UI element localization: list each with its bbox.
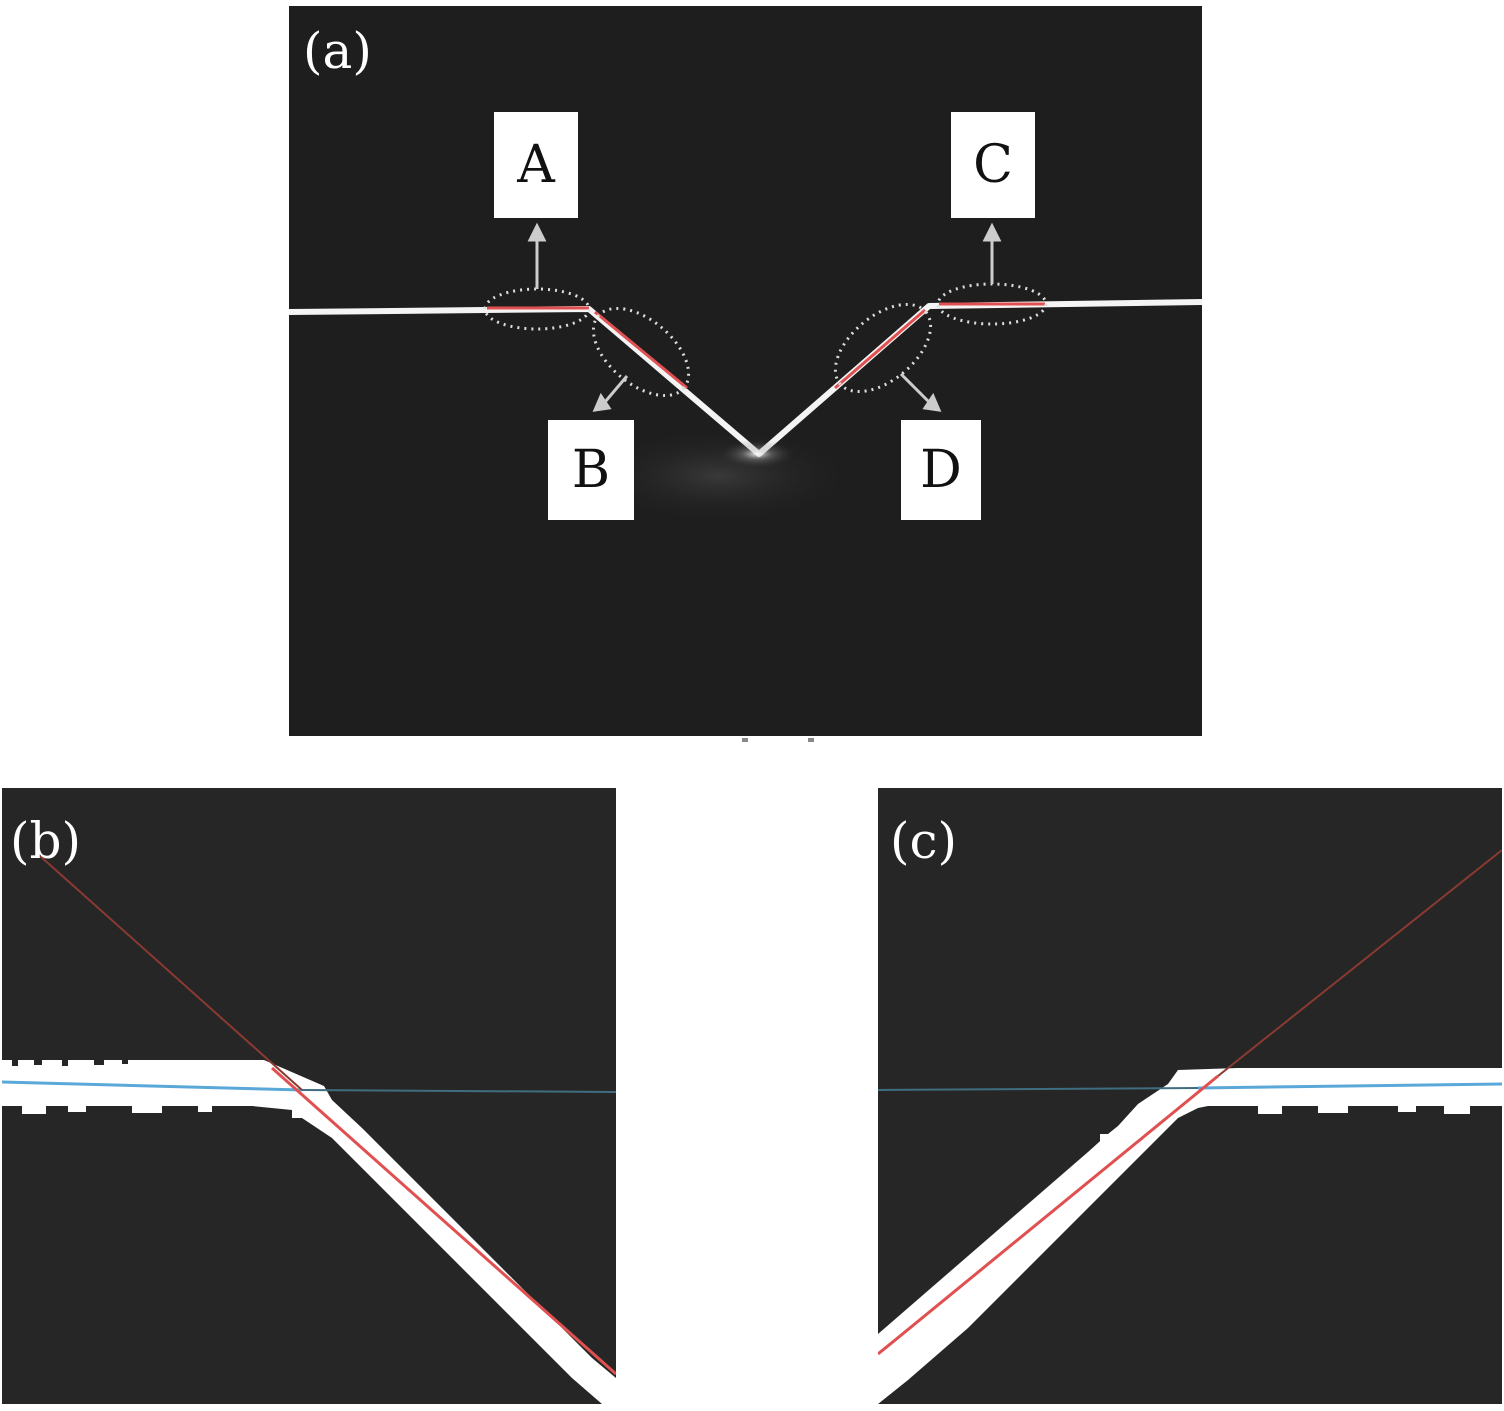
panel-b-label: (b) <box>10 812 82 870</box>
ellipse-b <box>591 306 691 398</box>
fit-line-horizontal-extension <box>878 1087 1199 1091</box>
fit-line-horizontal <box>1197 1082 1502 1090</box>
panel-b-image <box>2 855 616 1404</box>
fit-segment-b <box>594 310 688 390</box>
callout-b: B <box>548 420 634 520</box>
arrow-a-head <box>527 222 547 242</box>
panel-a-label: (a) <box>303 22 372 80</box>
panel-b: (b) <box>2 788 616 1404</box>
panel-c-image <box>878 849 1502 1404</box>
fit-line-horizontal-extension <box>301 1089 616 1093</box>
ellipse-a <box>483 287 591 331</box>
fit-segment-d <box>834 308 926 390</box>
ellipse-d <box>833 302 933 394</box>
arrow-b-head <box>592 392 612 412</box>
fit-line-slope-extension <box>1217 849 1502 1077</box>
callout-c: C <box>951 112 1035 218</box>
vertex-glow <box>719 440 795 468</box>
fit-line-slope <box>271 1066 616 1376</box>
panel-a-image <box>289 222 1202 526</box>
binary-stripe <box>878 1068 1502 1404</box>
callout-a: A <box>494 112 578 218</box>
arrow-d <box>899 372 931 404</box>
arrow-c-head <box>982 222 1002 242</box>
fit-line-slope-extension <box>39 855 303 1091</box>
binary-stripe <box>2 1060 616 1404</box>
arrow-d-head <box>922 392 942 412</box>
fit-line-horizontal <box>2 1080 303 1092</box>
tick-mark-left <box>742 738 748 742</box>
panel-a: (a) <box>289 6 1202 736</box>
arrow-b <box>603 375 629 403</box>
panel-c-label: (c) <box>890 812 958 870</box>
panel-c: (c) <box>878 788 1502 1404</box>
fit-line-slope <box>878 1074 1219 1356</box>
tick-mark-right <box>808 738 814 742</box>
callout-d: D <box>901 420 981 520</box>
